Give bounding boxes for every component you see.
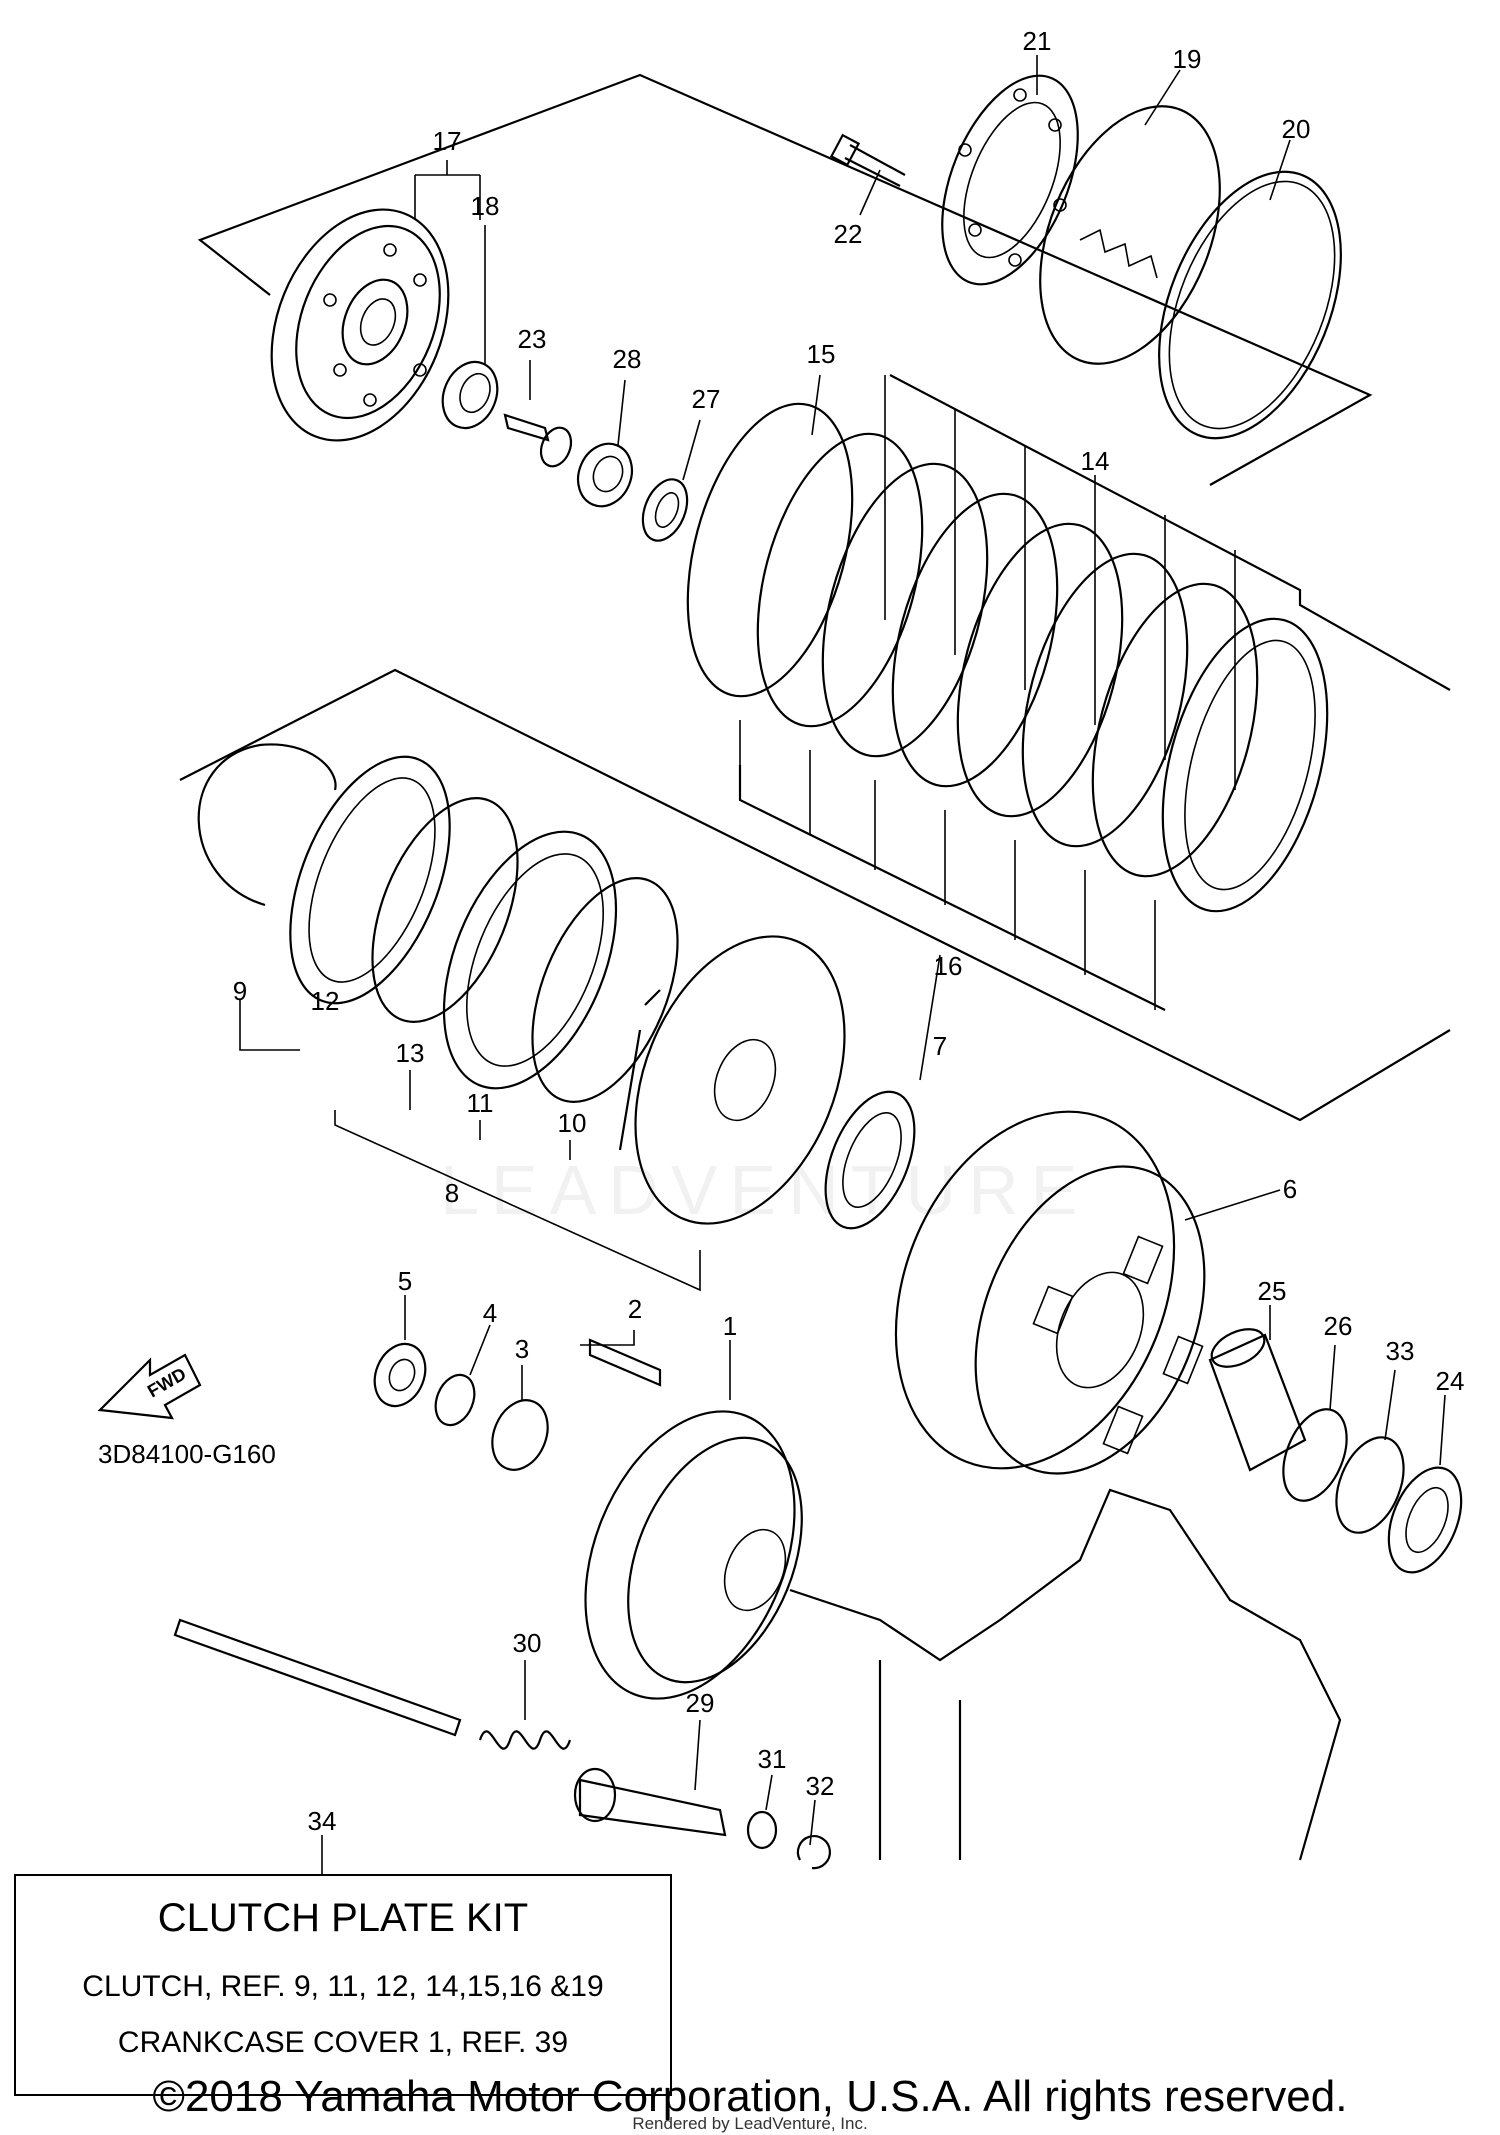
callout-19: 19 xyxy=(1173,44,1202,74)
callout-10: 10 xyxy=(558,1108,587,1138)
washer-part-31 xyxy=(746,1810,778,1850)
boss-part-8 xyxy=(618,935,846,1225)
plate-part-12 xyxy=(289,755,451,1005)
crankshaft-outline xyxy=(789,1488,1342,1861)
bracket-leader-8-13 xyxy=(239,1000,701,1292)
inner-parts-frame xyxy=(179,668,1451,1122)
callout-20: 20 xyxy=(1282,114,1311,144)
fwd-arrow-icon: FWD xyxy=(97,1353,202,1420)
kit-line-crankcase: CRANKCASE COVER 1, REF. 39 xyxy=(117,2026,569,2059)
spring-ring-part-13 xyxy=(371,797,519,1023)
washer-part-27 xyxy=(641,478,689,542)
clutch-plate-kit-box: CLUTCH PLATE KIT CLUTCH, REF. 9, 11, 12,… xyxy=(14,1874,672,2096)
callout-17: 17 xyxy=(433,126,462,156)
callout-11: 11 xyxy=(467,1088,494,1118)
stack-leader-lines xyxy=(739,375,1236,1010)
clutch-housing-part-6 xyxy=(894,1110,1206,1475)
upper-reference-frame xyxy=(197,73,1373,486)
kickstarter-driven-gear-part-33 xyxy=(1335,1436,1405,1534)
key-part-2 xyxy=(588,1338,662,1387)
callout-13: 13 xyxy=(396,1038,425,1068)
spring-part-30 xyxy=(478,1730,572,1750)
rendered-by-notice: Rendered by LeadVenture, Inc. xyxy=(632,2114,868,2133)
push-rod-part-23 xyxy=(503,413,573,468)
spacer-part-25 xyxy=(1208,1328,1307,1472)
callout-25: 25 xyxy=(1258,1276,1287,1306)
ring-part-20 xyxy=(1158,170,1342,440)
lever-part-29 xyxy=(573,1767,727,1837)
bolt-part-22 xyxy=(829,133,906,187)
callout-26: 26 xyxy=(1324,1311,1353,1341)
callout-28: 28 xyxy=(613,344,642,374)
callout-2: 2 xyxy=(628,1294,642,1324)
callout-31: 31 xyxy=(758,1744,787,1774)
pressure-plate-part-17 xyxy=(270,208,450,442)
needle-bearing-part-26 xyxy=(1282,1408,1348,1502)
wire-ring-part-9 xyxy=(197,743,337,907)
callout-33: 33 xyxy=(1386,1336,1415,1366)
callout-4: 4 xyxy=(483,1298,497,1328)
callout-5: 5 xyxy=(398,1266,412,1296)
primary-drive-gear-part-1 xyxy=(584,1410,803,1700)
callout-34: 34 xyxy=(308,1806,337,1836)
watermark-text: LEADVENTURE xyxy=(440,1151,1090,1229)
callout-numbers: 21 19 20 17 18 22 23 28 27 15 14 16 9 12… xyxy=(233,26,1465,1836)
callout-1: 1 xyxy=(723,1311,737,1341)
diagram-code: 3D84100-G160 xyxy=(98,1439,276,1469)
callout-16: 16 xyxy=(934,951,963,981)
thrust-washer-part-7 xyxy=(824,1090,916,1230)
kit-line-clutch: CLUTCH, REF. 9, 11, 12, 14,15,16 &19 xyxy=(82,1970,604,2003)
friction-plate-part-11 xyxy=(442,830,618,1090)
callout-15: 15 xyxy=(807,339,836,369)
callout-7: 7 xyxy=(933,1031,947,1061)
callout-21: 21 xyxy=(1023,26,1052,56)
clutch-plate-stack-14-15-16 xyxy=(686,402,1329,913)
callout-27: 27 xyxy=(692,384,721,414)
callout-18: 18 xyxy=(471,191,500,221)
nut-part-28 xyxy=(576,442,634,508)
ring-part-10 xyxy=(531,877,679,1103)
callout-24: 24 xyxy=(1436,1366,1465,1396)
callout-3: 3 xyxy=(515,1334,529,1364)
callout-23: 23 xyxy=(518,324,547,354)
lock-washer-part-4 xyxy=(434,1373,476,1427)
callout-12: 12 xyxy=(311,986,340,1016)
callout-14: 14 xyxy=(1081,446,1110,476)
plate-part-19 xyxy=(1039,105,1221,365)
kit-title: CLUTCH PLATE KIT xyxy=(157,1896,529,1940)
push-lever-shaft xyxy=(173,1618,462,1737)
circlip-part-32 xyxy=(796,1835,832,1870)
plate-part-3 xyxy=(491,1399,549,1471)
callout-8: 8 xyxy=(445,1178,459,1208)
callout-29: 29 xyxy=(686,1688,715,1718)
bearing-part-18 xyxy=(441,360,499,430)
callout-30: 30 xyxy=(513,1628,542,1658)
callout-6: 6 xyxy=(1283,1174,1297,1204)
callout-32: 32 xyxy=(806,1771,835,1801)
washer-part-24 xyxy=(1387,1466,1463,1574)
callout-leaders xyxy=(321,55,1446,1874)
nut-part-5 xyxy=(373,1342,427,1408)
callout-9: 9 xyxy=(233,976,247,1006)
plate-part-21 xyxy=(941,74,1079,286)
copyright-notice: ©2018 Yamaha Motor Corporation, U.S.A. A… xyxy=(152,2072,1348,2121)
callout-22: 22 xyxy=(834,219,863,249)
